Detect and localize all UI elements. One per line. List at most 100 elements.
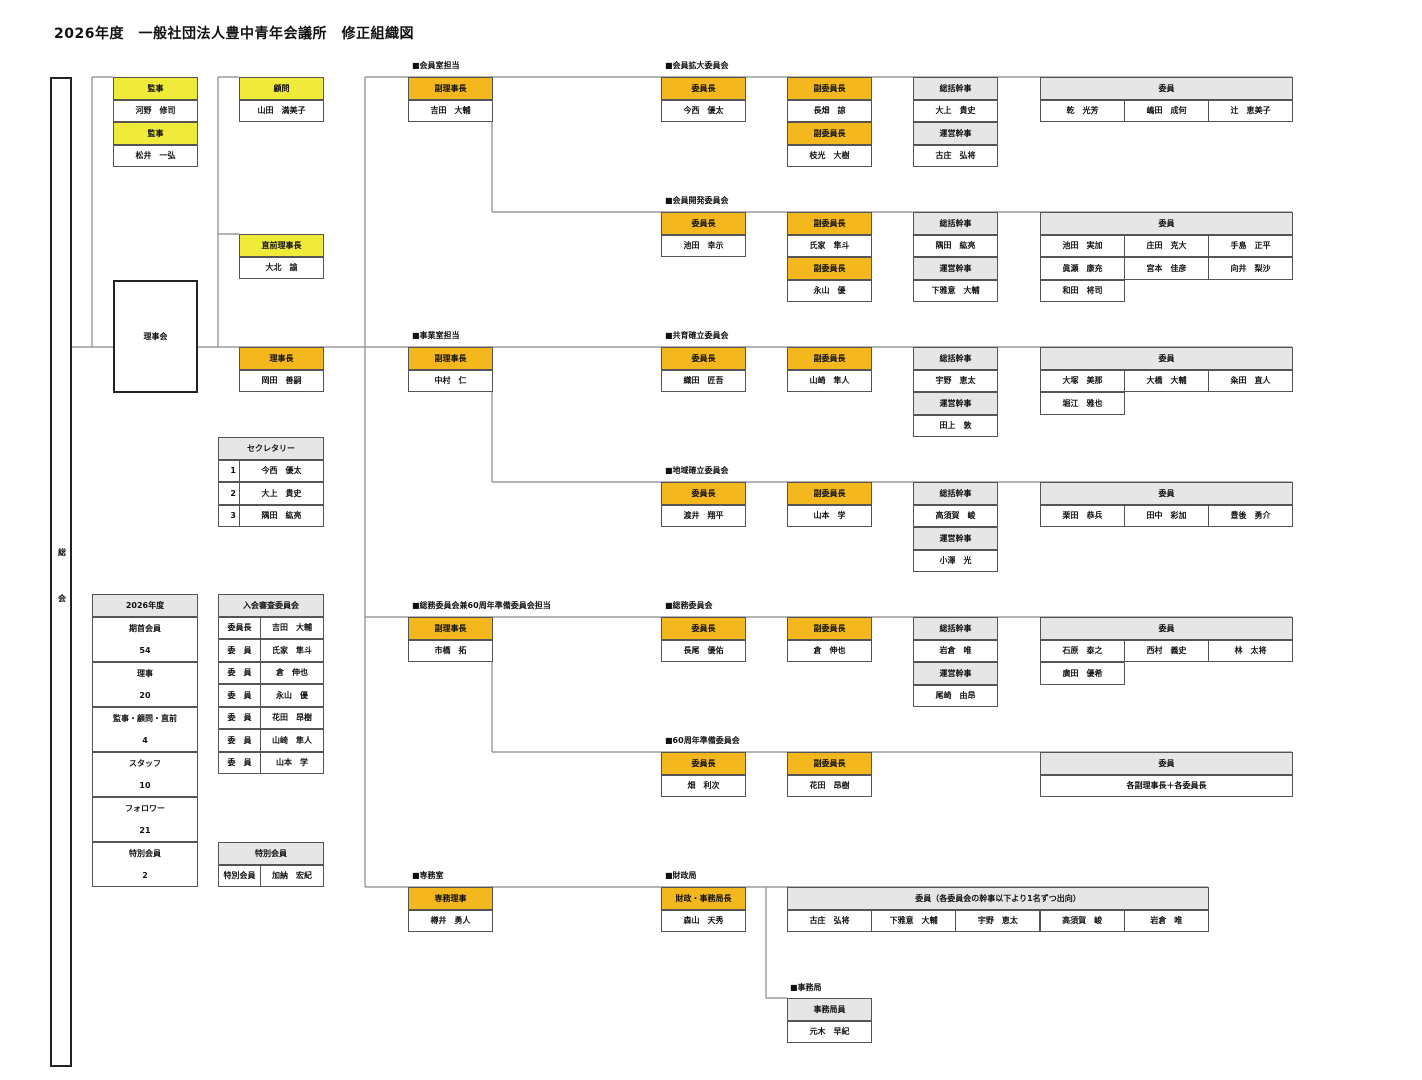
members-header: 委員 — [1040, 752, 1293, 775]
stats-value: 54 — [139, 645, 151, 655]
chair-name: 池田 幸示 — [661, 234, 746, 257]
chair-role: 委員長 — [661, 482, 746, 505]
chair-name: 畑 利次 — [661, 774, 746, 797]
committee-label: ■会員開発委員会 — [665, 196, 729, 205]
stats-block: スタッフ 10 — [92, 751, 198, 797]
admission-role: 委 員 — [218, 661, 261, 684]
president-role: 理事長 — [239, 347, 324, 370]
vp-name: 中村 仁 — [408, 369, 493, 392]
vp-group-label: ■事業室担当 — [412, 331, 460, 340]
officer-name: 小澤 光 — [913, 549, 998, 572]
member-name: 和田 将司 — [1040, 279, 1125, 302]
vice-chair-role: 副委員長 — [787, 77, 872, 100]
officer-name: 田上 敦 — [913, 414, 998, 437]
member-name: 向井 梨沙 — [1208, 257, 1293, 280]
vp-group-label: ■会員室担当 — [412, 61, 460, 70]
member-name: 乾 光芳 — [1040, 99, 1125, 122]
member-name: 手島 正平 — [1208, 234, 1293, 257]
member-name: 宮本 佳彦 — [1124, 257, 1209, 280]
officer-name: 下雅意 大輔 — [913, 279, 998, 302]
member-name: 林 太将 — [1208, 639, 1293, 662]
committee-label: ■総務委員会 — [665, 601, 713, 610]
officer-role: 総括幹事 — [913, 617, 998, 640]
secretary-name: 隅田 紘亮 — [239, 504, 324, 527]
secretary-number: 2 — [218, 482, 240, 505]
chair-name: 渡井 翔平 — [661, 504, 746, 527]
stats-block: 理事 20 — [92, 661, 198, 707]
special-role: 特別会員 — [218, 864, 261, 887]
stats-label: 理事 — [137, 668, 153, 678]
stats-label: 特別会員 — [129, 848, 161, 858]
finance-head-role: 財政・事務局長 — [661, 887, 746, 910]
vp-role: 副理事長 — [408, 347, 493, 370]
committee-label: ■地域確立委員会 — [665, 466, 729, 475]
officer-name: 尾崎 由昂 — [913, 684, 998, 707]
member-name: 大橋 大輔 — [1124, 369, 1209, 392]
vice-chair-role: 副委員長 — [787, 752, 872, 775]
admission-role: 委 員 — [218, 706, 261, 729]
member-name: 粂田 直人 — [1208, 369, 1293, 392]
finance-member: 高須賀 峻 — [1039, 909, 1125, 932]
admission-name: 吉田 大輔 — [260, 616, 324, 639]
vice-chair-name: 長畑 諒 — [787, 99, 872, 122]
officer-name: 大上 貴史 — [913, 99, 998, 122]
chair-role: 委員長 — [661, 347, 746, 370]
vice-chair-role: 副委員長 — [787, 212, 872, 235]
officer-name: 岩倉 唯 — [913, 639, 998, 662]
member-name: 眞瀬 康充 — [1040, 257, 1125, 280]
page-title: 2026年度 一般社団法人豊中青年会議所 修正組織図 — [54, 26, 414, 42]
chair-role: 委員長 — [661, 77, 746, 100]
vp-name: 市橋 拓 — [408, 639, 493, 662]
secretary-number: 3 — [218, 504, 240, 527]
past-president-name: 大北 諭 — [239, 256, 324, 279]
officer-role: 総括幹事 — [913, 212, 998, 235]
admission-role: 委 員 — [218, 684, 261, 707]
auditor-role: 監事 — [113, 122, 198, 145]
stats-label: フォロワー — [125, 803, 165, 813]
officer-name: 高須賀 峻 — [913, 504, 998, 527]
vice-chair-role: 副委員長 — [787, 122, 872, 145]
stats-label: スタッフ — [129, 758, 161, 768]
officer-role: 総括幹事 — [913, 77, 998, 100]
chair-name: 長尾 優佑 — [661, 639, 746, 662]
vice-chair-name: 山崎 隼人 — [787, 369, 872, 392]
stats-value: 10 — [139, 780, 151, 790]
vice-chair-role: 副委員長 — [787, 347, 872, 370]
finance-head-name: 森山 天秀 — [661, 909, 746, 932]
vice-chair-name: 永山 優 — [787, 279, 872, 302]
committee-label: ■会員拡大委員会 — [665, 61, 729, 70]
members-wide: 各副理事長＋各委員長 — [1040, 774, 1293, 797]
admission-name: 氏家 隼斗 — [260, 639, 324, 662]
finance-label: ■財政局 — [665, 871, 697, 880]
members-header: 委員 — [1040, 617, 1293, 640]
stats-label: 監事・顧問・直前 — [113, 713, 177, 723]
office-role: 事務局員 — [787, 998, 872, 1021]
member-name: 田中 彩加 — [1124, 504, 1209, 527]
secretary-number: 1 — [218, 459, 240, 482]
admission-header: 入会審査委員会 — [218, 594, 324, 617]
member-name: 廣田 優希 — [1040, 662, 1125, 685]
chair-name: 織田 匠吾 — [661, 369, 746, 392]
vice-chair-role: 副委員長 — [787, 482, 872, 505]
advisor-role: 顧問 — [239, 77, 324, 100]
vp-role: 副理事長 — [408, 77, 493, 100]
vp-group-label: ■専務室 — [412, 871, 444, 880]
vp-name: 樽井 勇人 — [408, 909, 493, 932]
stats-block: 監事・顧問・直前 4 — [92, 706, 198, 752]
admission-role: 委 員 — [218, 729, 261, 752]
vp-role: 副理事長 — [408, 617, 493, 640]
committee-label: ■共育確立委員会 — [665, 331, 729, 340]
general-assembly-char: 総 — [58, 548, 66, 557]
officer-name: 隅田 紘亮 — [913, 234, 998, 257]
vice-chair-role: 副委員長 — [787, 257, 872, 280]
member-name: 栗田 恭兵 — [1040, 504, 1125, 527]
officer-role: 運営幹事 — [913, 257, 998, 280]
board-box: 理事会 — [113, 280, 198, 393]
stats-value: 20 — [139, 690, 151, 700]
auditor-role: 監事 — [113, 77, 198, 100]
member-name: 堀江 雅也 — [1040, 392, 1125, 415]
office-label: ■事務局 — [790, 983, 822, 992]
officer-role: 総括幹事 — [913, 347, 998, 370]
stats-value: 4 — [142, 735, 148, 745]
